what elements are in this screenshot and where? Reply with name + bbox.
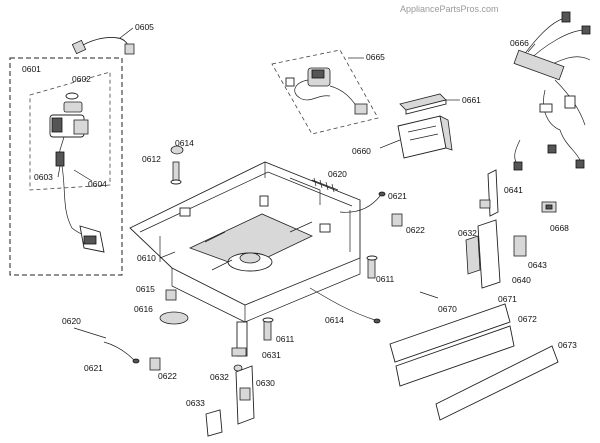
label-0632-bottom: 0632 <box>210 372 229 382</box>
part-0673-plate <box>435 345 559 421</box>
label-0611-bottom: 0611 <box>276 334 295 344</box>
part-0640-hinge-right <box>465 219 501 289</box>
part-0605-hose <box>71 37 135 55</box>
part-0612-screw <box>170 161 182 185</box>
label-0660: 0660 <box>352 146 371 156</box>
part-0616-disc <box>159 311 189 325</box>
part-0671-plate <box>389 303 511 363</box>
label-0643: 0643 <box>528 260 547 270</box>
panel-0601-outline <box>9 57 123 276</box>
part-0633 <box>205 409 223 437</box>
label-0615: 0615 <box>136 284 155 294</box>
label-0604: 0604 <box>88 179 107 189</box>
inner-0665-outline <box>271 49 379 135</box>
label-0640: 0640 <box>512 275 531 285</box>
part-0621-cable-top <box>339 191 386 213</box>
label-0673: 0673 <box>558 340 577 350</box>
label-0670: 0670 <box>438 304 457 314</box>
label-0620-bottom: 0620 <box>62 316 81 326</box>
part-0620-spring-top <box>311 177 339 193</box>
label-0605: 0605 <box>135 22 154 32</box>
part-0643 <box>513 235 527 257</box>
label-0665: 0665 <box>366 52 385 62</box>
part-0630-hinge <box>235 365 255 425</box>
part-0622-clip-bottom <box>149 357 161 371</box>
label-0614-top: 0614 <box>175 138 194 148</box>
part-0668 <box>541 201 557 213</box>
part-0670 <box>419 291 439 299</box>
part-0614-washer <box>170 145 184 155</box>
label-0622-top: 0622 <box>406 225 425 235</box>
label-0661: 0661 <box>462 95 481 105</box>
label-0632-right: 0632 <box>458 228 477 238</box>
label-0641: 0641 <box>504 185 523 195</box>
label-0601: 0601 <box>22 64 41 74</box>
label-0633: 0633 <box>186 398 205 408</box>
label-0621-top: 0621 <box>388 191 407 201</box>
inner-0602-outline <box>29 71 111 191</box>
label-0612: 0612 <box>142 154 161 164</box>
label-0668: 0668 <box>550 223 569 233</box>
part-0610-base <box>129 161 361 323</box>
label-0621-bottom: 0621 <box>84 363 103 373</box>
label-0620-top: 0620 <box>328 169 347 179</box>
part-0631-bracket <box>231 321 248 357</box>
label-0622-bottom: 0622 <box>158 371 177 381</box>
part-0611-foot-right <box>366 255 378 279</box>
part-0611-foot-bottom <box>262 317 274 341</box>
watermark: AppliancePartsPros.com <box>400 4 499 14</box>
label-0666: 0666 <box>510 38 529 48</box>
part-0614-cable-bottom <box>309 287 381 324</box>
part-0665-sensor <box>285 67 368 115</box>
label-0610: 0610 <box>137 253 156 263</box>
label-0611-right: 0611 <box>376 274 395 284</box>
part-0601-valve <box>49 92 105 253</box>
label-0614-bottom: 0614 <box>325 315 344 325</box>
part-0641 <box>479 169 499 217</box>
part-0660 <box>397 115 453 159</box>
part-0615 <box>165 289 177 301</box>
part-0666-harness <box>513 11 591 171</box>
label-0603: 0603 <box>34 172 53 182</box>
part-0661 <box>399 93 447 115</box>
part-0621-cable-bottom <box>103 341 140 364</box>
label-0616: 0616 <box>134 304 153 314</box>
part-0672-plate <box>395 325 515 387</box>
label-0671: 0671 <box>498 294 517 304</box>
label-0602: 0602 <box>72 74 91 84</box>
part-0622-clip-top <box>391 213 403 227</box>
label-0631: 0631 <box>262 350 281 360</box>
label-0672: 0672 <box>518 314 537 324</box>
label-0630: 0630 <box>256 378 275 388</box>
part-0620-spring-bottom <box>73 327 107 339</box>
